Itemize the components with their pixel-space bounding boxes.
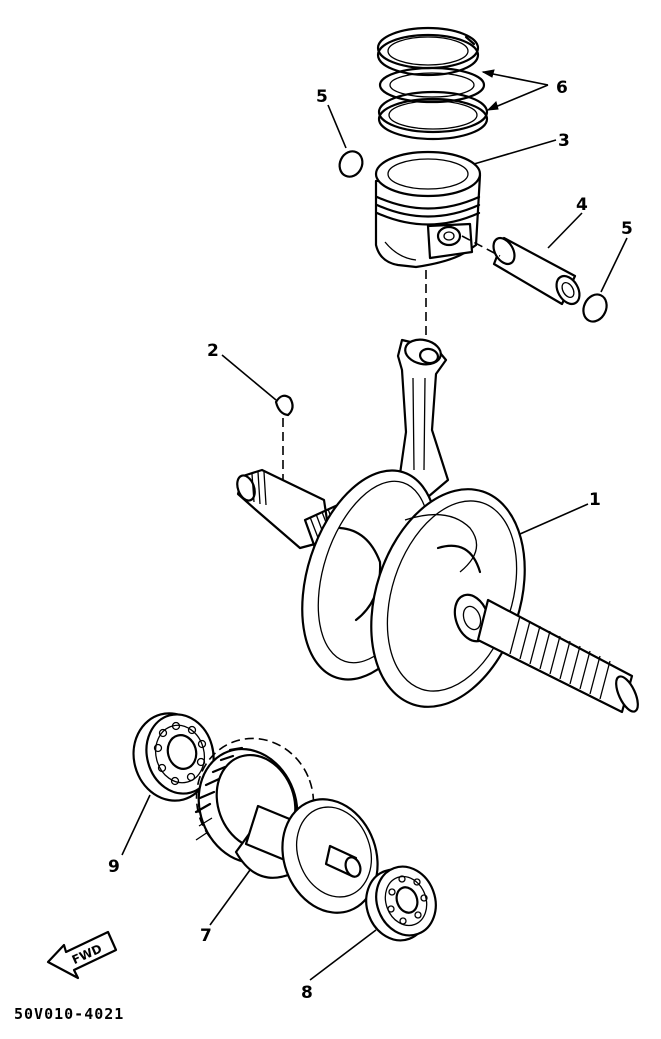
callout-5-right: 5 — [621, 219, 633, 239]
drawing-code: 50V010-4021 — [14, 1005, 124, 1023]
leader-lines — [121, 69, 628, 981]
callout-2: 2 — [207, 341, 219, 361]
callout-labels: 6 5 3 4 5 2 1 9 7 8 — [108, 78, 633, 1003]
callout-5-left: 5 — [316, 87, 328, 107]
callout-9: 9 — [108, 857, 120, 877]
piston-pin — [492, 236, 581, 306]
bearing-right — [365, 865, 437, 942]
bearing-left — [132, 712, 215, 802]
assembly-lines — [282, 235, 501, 480]
fwd-direction-arrow: FWD — [46, 930, 118, 980]
circlip-left — [338, 150, 364, 178]
callout-4: 4 — [576, 195, 588, 215]
callout-1: 1 — [589, 490, 601, 510]
piston-ring-set — [376, 26, 489, 141]
callout-8: 8 — [301, 983, 313, 1003]
woodruff-key — [274, 394, 294, 417]
callout-3: 3 — [558, 131, 570, 151]
callout-7: 7 — [200, 926, 212, 946]
callout-6: 6 — [556, 78, 568, 98]
circlip-right — [582, 293, 608, 323]
crankshaft-assembly — [236, 338, 639, 714]
piston — [374, 150, 482, 269]
balancer-shaft — [194, 737, 379, 914]
